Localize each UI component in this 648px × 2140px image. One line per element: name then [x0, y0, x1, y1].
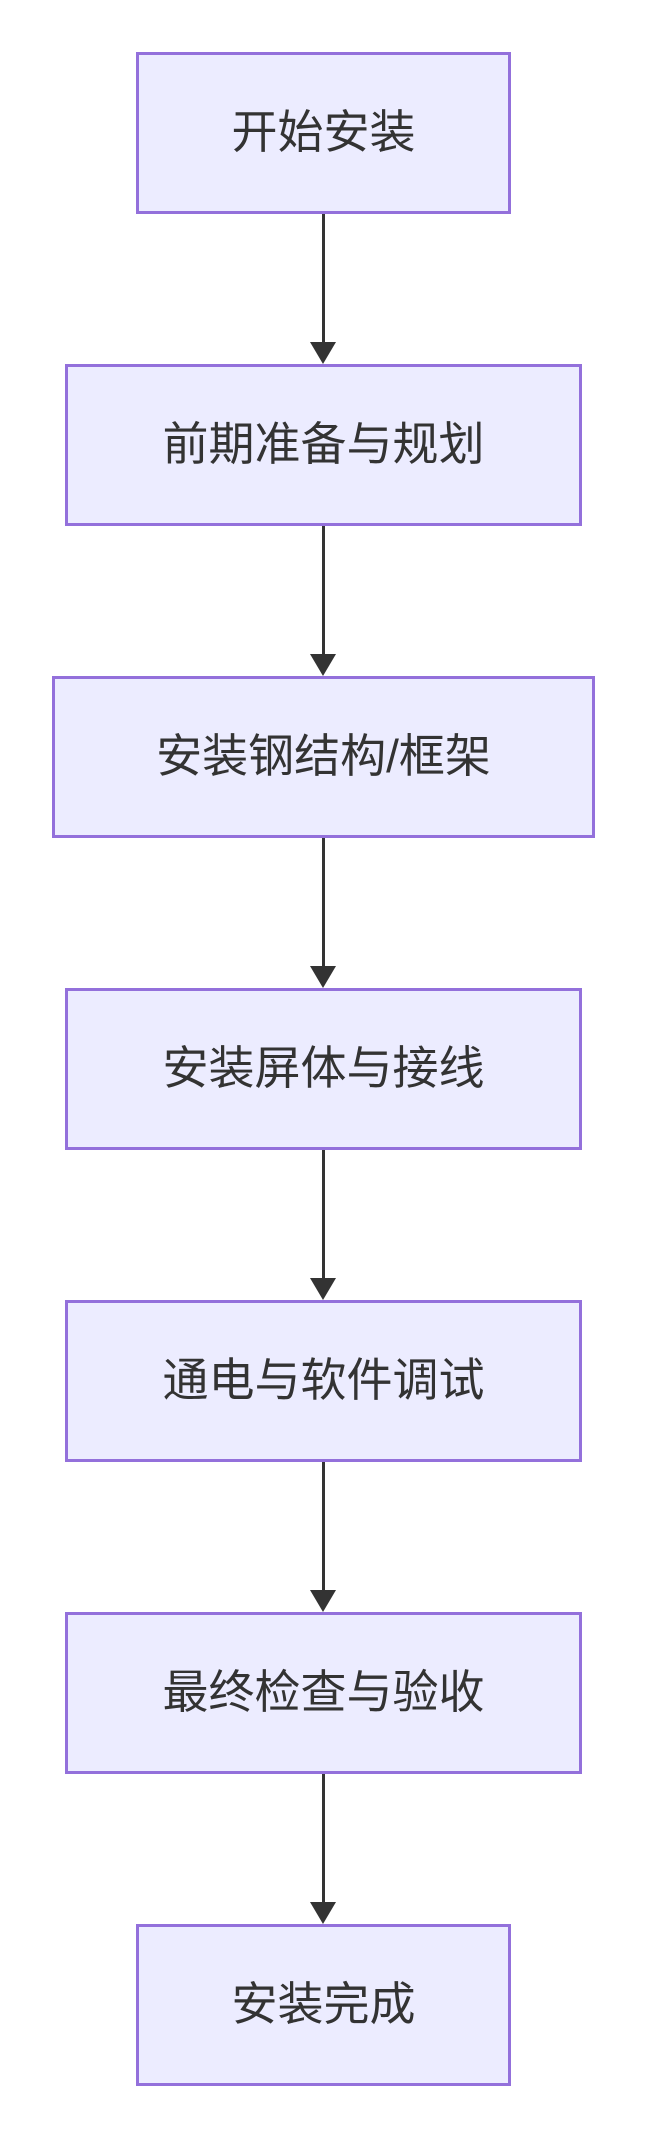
flow-node-done: 安装完成	[136, 1924, 511, 2086]
arrowhead-down-icon	[310, 342, 336, 364]
arrow-shaft	[322, 214, 325, 344]
flow-node-label: 安装完成	[231, 1978, 416, 2031]
flow-node-label: 开始安装	[231, 106, 416, 159]
flow-node-screen: 安装屏体与接线	[65, 988, 582, 1150]
arrow-shaft	[322, 1150, 325, 1280]
arrow-shaft	[322, 1462, 325, 1592]
flow-node-inspect: 最终检查与验收	[65, 1612, 582, 1774]
arrow-shaft	[322, 526, 325, 656]
arrowhead-down-icon	[310, 1902, 336, 1924]
flow-node-prep: 前期准备与规划	[65, 364, 582, 526]
arrowhead-down-icon	[310, 654, 336, 676]
flow-node-label: 最终检查与验收	[162, 1666, 485, 1719]
flow-arrow	[0, 1774, 648, 1924]
flow-node-debug: 通电与软件调试	[65, 1300, 582, 1462]
flow-node-label: 通电与软件调试	[162, 1354, 485, 1407]
flow-arrow	[0, 838, 648, 988]
flow-node-label: 安装屏体与接线	[162, 1042, 485, 1095]
flow-node-label: 安装钢结构/框架	[156, 730, 491, 783]
flow-node-start: 开始安装	[136, 52, 511, 214]
arrowhead-down-icon	[310, 1590, 336, 1612]
arrow-shaft	[322, 1774, 325, 1904]
flow-arrow	[0, 214, 648, 364]
arrowhead-down-icon	[310, 966, 336, 988]
flow-arrow	[0, 1150, 648, 1300]
arrow-shaft	[322, 838, 325, 968]
flow-node-label: 前期准备与规划	[162, 418, 485, 471]
arrowhead-down-icon	[310, 1278, 336, 1300]
flow-arrow	[0, 1462, 648, 1612]
flow-arrow	[0, 526, 648, 676]
flow-node-frame: 安装钢结构/框架	[52, 676, 595, 838]
